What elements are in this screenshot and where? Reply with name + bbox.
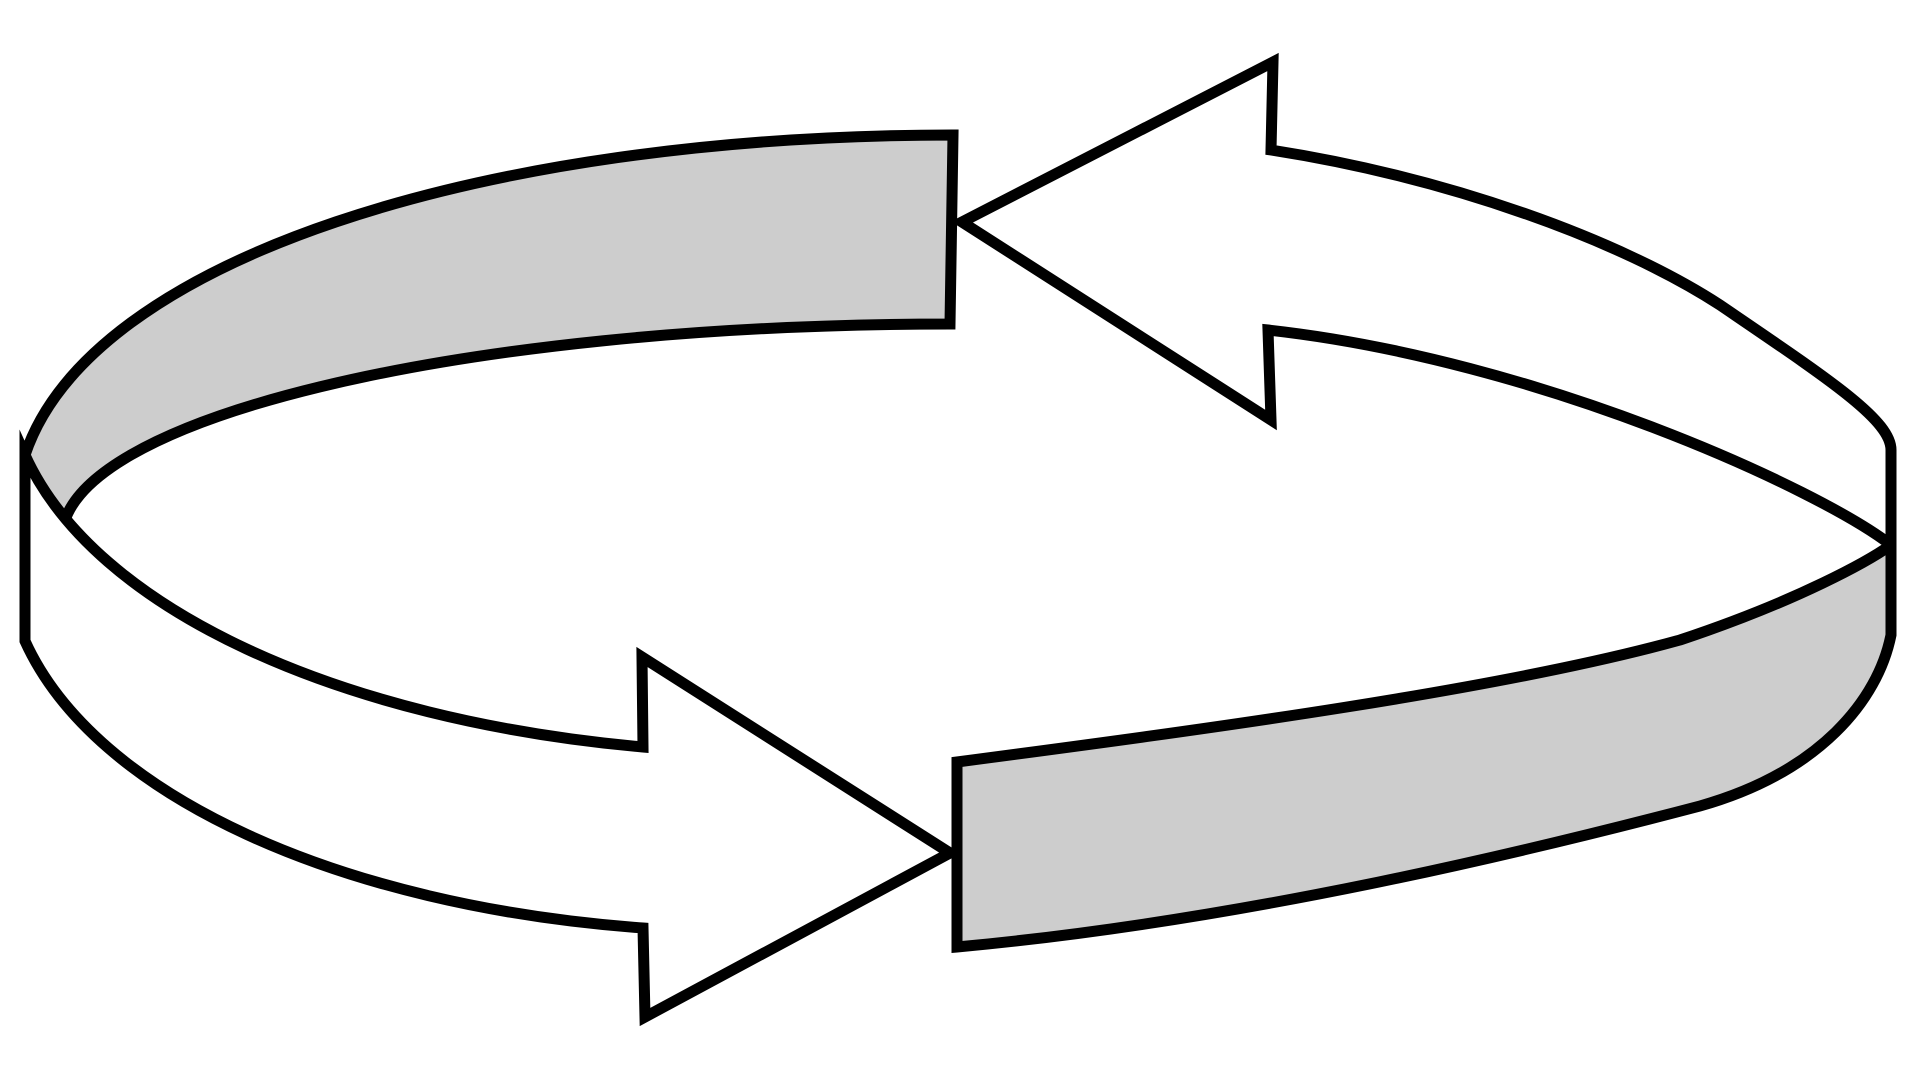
band-top-left-segment <box>19 129 959 549</box>
band-bottom-right-side-wall <box>951 534 1897 954</box>
right-pointing-cycle-arrow-icon <box>19 429 961 1027</box>
left-pointing-cycle-arrow-icon <box>950 52 1897 557</box>
